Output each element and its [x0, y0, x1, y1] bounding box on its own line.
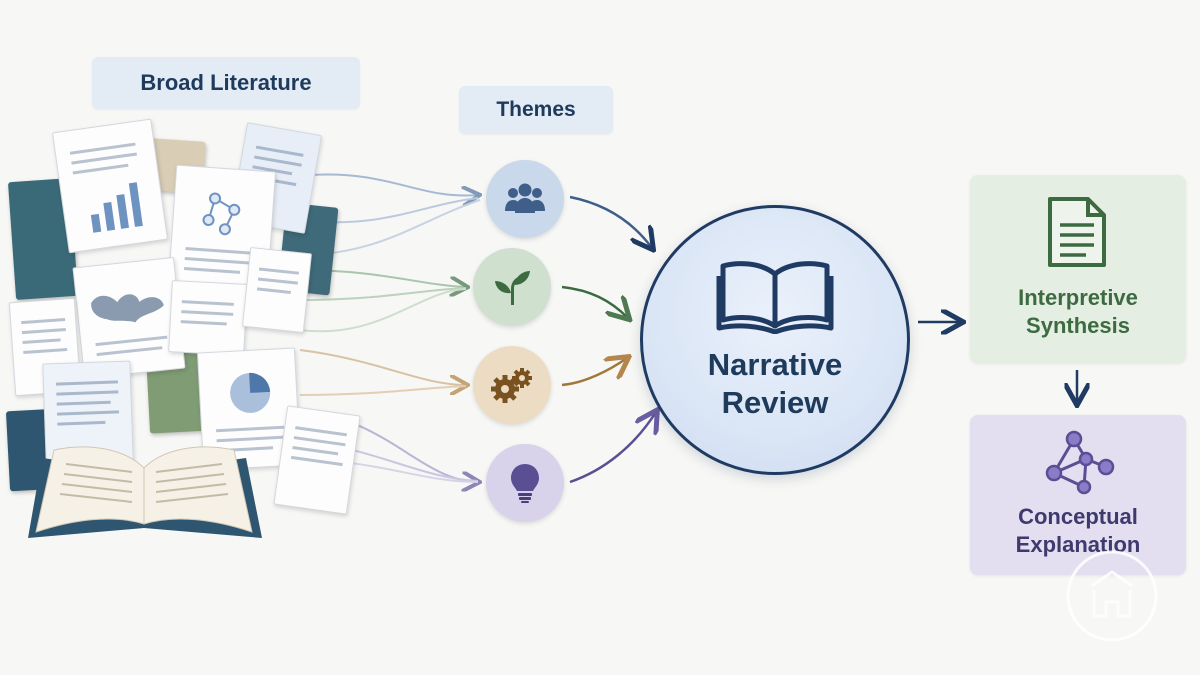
document-icon	[42, 360, 134, 464]
interpretive-synthesis-line2: Synthesis	[1026, 313, 1130, 338]
narrative-review-line2: Review	[721, 385, 829, 420]
lightbulb-icon	[511, 464, 539, 503]
flow-line	[299, 288, 467, 333]
flow-line	[299, 349, 466, 385]
flow-line	[299, 287, 467, 301]
theme-arrow-gears	[561, 358, 627, 387]
document-icon	[1048, 197, 1106, 267]
theme-people	[486, 160, 564, 238]
themes-label: Themes	[459, 86, 613, 134]
narrative-review-node: Narrative Review	[640, 205, 910, 475]
conceptual-explanation-line1: Conceptual	[1018, 504, 1138, 529]
interpretive-synthesis-line1: Interpretive	[1018, 285, 1138, 310]
document-icon	[72, 256, 186, 380]
network-icon	[1045, 430, 1115, 495]
theme-arrow-growth	[561, 285, 628, 318]
document-icon	[51, 118, 169, 254]
document-icon	[196, 347, 302, 471]
narrative-review-label: Narrative Review	[643, 346, 907, 422]
document-icon	[241, 246, 313, 334]
people-icon	[505, 183, 545, 213]
theme-growth	[473, 248, 551, 326]
narrative-review-line1: Narrative	[707, 347, 843, 382]
document-icon	[167, 164, 277, 292]
flow-line	[309, 173, 478, 195]
themes-text: Themes	[496, 98, 576, 121]
theme-arrow-idea	[569, 412, 656, 484]
flow-line	[299, 385, 467, 396]
broad-literature-label: Broad Literature	[92, 57, 360, 109]
theme-arrow-people	[569, 195, 652, 248]
document-icon	[273, 405, 361, 515]
conceptual-explanation-node: Conceptual Explanation	[970, 415, 1186, 575]
watermark-logo	[1066, 550, 1158, 642]
interpretive-synthesis-label: Interpretive Synthesis	[970, 284, 1186, 340]
interpretive-synthesis-node: Interpretive Synthesis	[970, 175, 1186, 363]
conceptual-explanation-label: Conceptual Explanation	[970, 503, 1186, 559]
gears-icon	[491, 368, 532, 403]
theme-gears	[473, 346, 551, 424]
broad-literature-text: Broad Literature	[140, 70, 312, 95]
open-book-icon	[28, 446, 262, 538]
open-book-icon	[716, 261, 834, 334]
document-icon	[168, 280, 248, 356]
document-icon	[8, 297, 82, 397]
theme-idea	[486, 444, 564, 522]
plant-icon	[495, 271, 530, 305]
